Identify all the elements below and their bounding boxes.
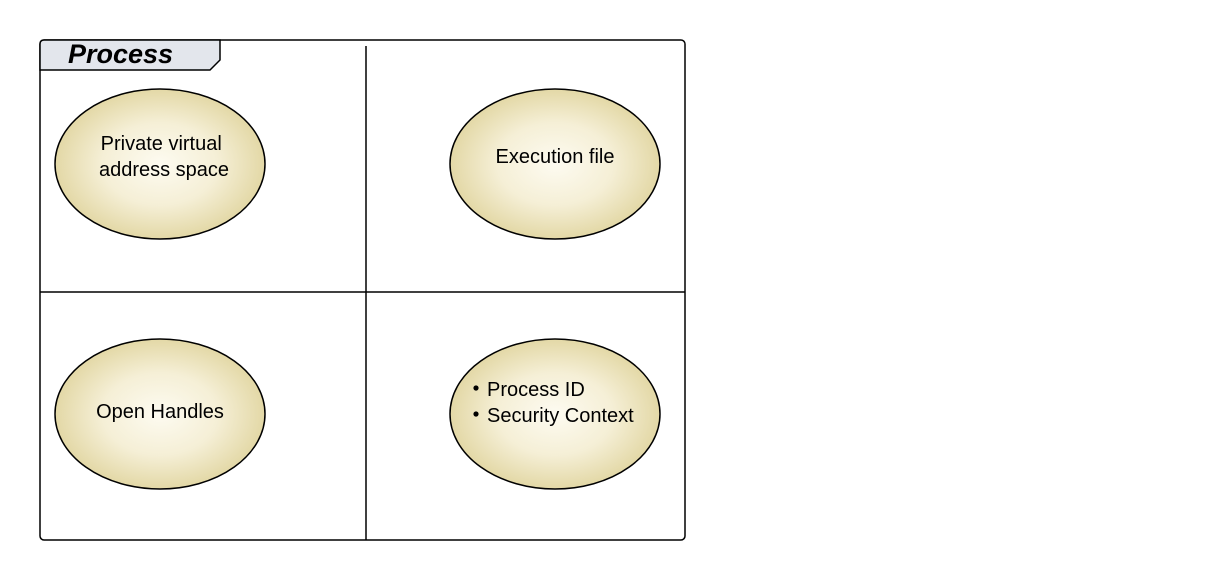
open-handles-ellipse (54, 338, 266, 490)
security-context-bullet: Security Context (487, 405, 634, 427)
bullet-dot-1 (473, 385, 479, 391)
execution-file-label: Execution file (496, 146, 615, 168)
process-title: Process (68, 39, 173, 69)
private-virtual-address-space-label: Private virtual address space (99, 133, 229, 181)
open-handles-label: Open Handles (96, 401, 224, 423)
private-virtual-address-space-line-2: address space (99, 159, 229, 181)
node-execution-file: Execution file (449, 88, 661, 240)
node-private-virtual-address-space: Private virtual address space (54, 88, 266, 240)
process-attributes-ellipse (449, 338, 661, 490)
process-title-tab (39, 39, 221, 71)
node-open-handles: Open Handles (54, 338, 266, 490)
private-virtual-address-space-line-1: Private virtual (101, 133, 222, 155)
node-process-attributes: Process ID Security Context (449, 338, 661, 490)
execution-file-ellipse (449, 88, 661, 240)
bullet-dot-2 (473, 411, 479, 417)
process-id-bullet: Process ID (487, 379, 585, 401)
private-virtual-address-space-ellipse (54, 88, 266, 240)
